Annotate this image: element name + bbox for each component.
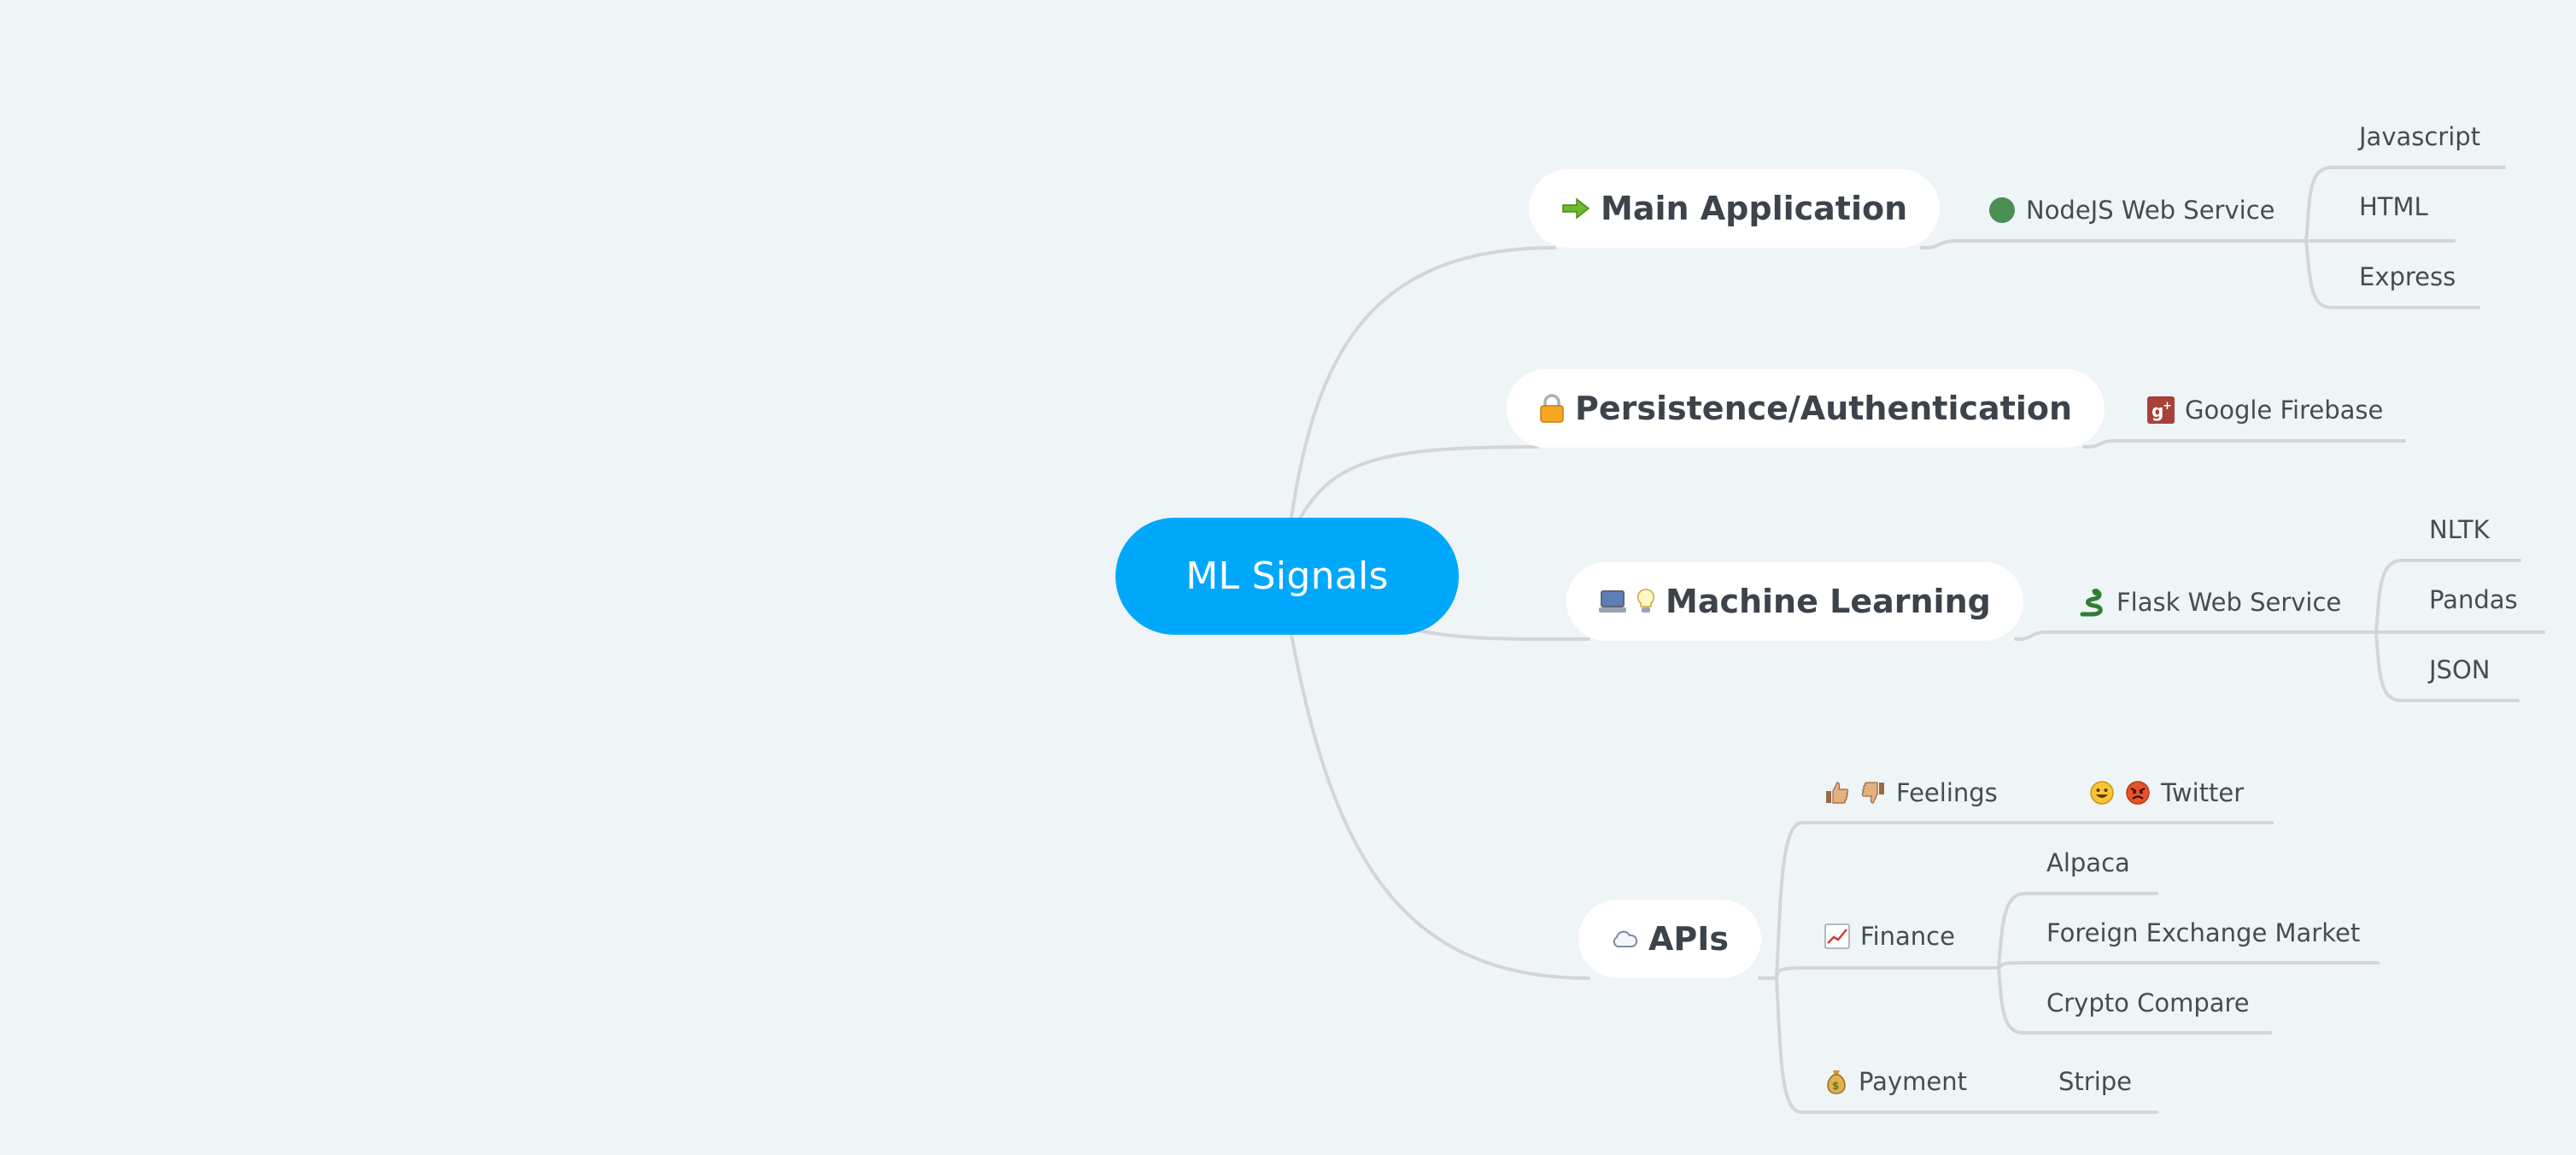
link-finance-children bbox=[1997, 892, 2380, 1035]
node-label: Pandas bbox=[2429, 585, 2518, 614]
google-plus-icon: g+ bbox=[2147, 396, 2175, 424]
money-bag-icon: $ bbox=[1824, 1068, 1848, 1095]
link-root-persistence bbox=[1297, 445, 1539, 523]
link-root-ml bbox=[1416, 629, 1590, 642]
node-label: Express bbox=[2359, 262, 2456, 291]
node-finance[interactable]: Finance bbox=[1824, 919, 1955, 953]
node-label: Machine Learning bbox=[1666, 583, 1991, 620]
node-label: Twitter bbox=[2161, 778, 2245, 807]
node-label: Foreign Exchange Market bbox=[2046, 918, 2361, 947]
svg-text:+: + bbox=[2163, 400, 2172, 413]
node-javascript[interactable]: Javascript bbox=[2359, 120, 2480, 154]
link-apis-payment bbox=[1775, 976, 2158, 1114]
node-express[interactable]: Express bbox=[2359, 260, 2456, 294]
node-label: Javascript bbox=[2359, 122, 2481, 151]
node-persistence-authentication[interactable]: Persistence/Authentication bbox=[1507, 369, 2105, 448]
node-foreign-exchange-market[interactable]: Foreign Exchange Market bbox=[2046, 916, 2360, 950]
node-pandas[interactable]: Pandas bbox=[2429, 583, 2518, 617]
link-ml-flask bbox=[2014, 630, 2378, 641]
node-label: Payment bbox=[1859, 1067, 1967, 1096]
node-twitter[interactable]: Twitter bbox=[2089, 776, 2244, 810]
node-apis[interactable]: APIs bbox=[1578, 900, 1762, 978]
lightbulb-icon bbox=[1636, 588, 1655, 615]
svg-text:g: g bbox=[2152, 401, 2163, 421]
link-persistence-firebase bbox=[2082, 439, 2406, 449]
node-label: Finance bbox=[1860, 922, 1955, 951]
node-crypto-compare[interactable]: Crypto Compare bbox=[2046, 986, 2250, 1020]
root-node[interactable]: ML Signals bbox=[1115, 518, 1459, 635]
node-label: Crypto Compare bbox=[2046, 988, 2250, 1017]
node-nltk[interactable]: NLTK bbox=[2429, 513, 2490, 547]
node-alpaca[interactable]: Alpaca bbox=[2046, 846, 2130, 880]
node-main-application[interactable]: Main Application bbox=[1529, 169, 1941, 248]
node-label: NodeJS Web Service bbox=[2026, 196, 2275, 225]
green-circle-icon bbox=[1988, 196, 2016, 224]
link-flask-children bbox=[2374, 559, 2545, 702]
node-label: APIs bbox=[1648, 920, 1730, 958]
node-html[interactable]: HTML bbox=[2359, 190, 2428, 224]
link-main-nodejs bbox=[1920, 239, 2308, 249]
node-label: Persistence/Authentication bbox=[1575, 390, 2073, 427]
node-json[interactable]: JSON bbox=[2429, 653, 2490, 687]
node-label: Alpaca bbox=[2046, 848, 2130, 877]
lock-icon bbox=[1539, 394, 1565, 423]
node-label: NLTK bbox=[2429, 515, 2490, 544]
node-stripe[interactable]: Stripe bbox=[2058, 1064, 2132, 1099]
cloud-icon bbox=[1611, 929, 1638, 948]
node-machine-learning[interactable]: Machine Learning bbox=[1566, 562, 2023, 641]
svg-text:$: $ bbox=[1832, 1080, 1839, 1092]
smiley-icon bbox=[2089, 780, 2115, 806]
node-nodejs-web-service[interactable]: NodeJS Web Service bbox=[1988, 193, 2275, 227]
node-label: Flask Web Service bbox=[2116, 588, 2342, 617]
node-google-firebase[interactable]: g+ Google Firebase bbox=[2147, 393, 2383, 427]
arrow-right-icon bbox=[1561, 196, 1590, 220]
link-root-apis bbox=[1290, 633, 1590, 980]
thumbs-up-icon bbox=[1824, 780, 1850, 806]
link-apis-finance bbox=[1775, 966, 2000, 980]
computer-icon bbox=[1599, 589, 1626, 614]
node-label: JSON bbox=[2429, 655, 2491, 684]
node-flask-web-service[interactable]: Flask Web Service bbox=[2079, 585, 2341, 619]
node-label: Stripe bbox=[2058, 1067, 2133, 1096]
thumbs-down-icon bbox=[1860, 780, 1886, 806]
node-feelings[interactable]: Feelings bbox=[1824, 776, 1998, 810]
node-label: HTML bbox=[2359, 192, 2428, 221]
node-label: Google Firebase bbox=[2185, 396, 2384, 425]
node-label: Main Application bbox=[1601, 190, 1908, 227]
chart-increasing-icon bbox=[1824, 923, 1850, 949]
root-label: ML Signals bbox=[1186, 554, 1389, 598]
snake-icon bbox=[2079, 588, 2106, 617]
link-nodejs-children bbox=[2304, 166, 2506, 309]
node-payment[interactable]: $ Payment bbox=[1824, 1064, 1967, 1099]
link-root-main-app bbox=[1290, 246, 1556, 519]
angry-face-icon bbox=[2125, 780, 2151, 806]
link-apis-feelings bbox=[1775, 821, 2274, 980]
node-label: Feelings bbox=[1896, 778, 1998, 807]
